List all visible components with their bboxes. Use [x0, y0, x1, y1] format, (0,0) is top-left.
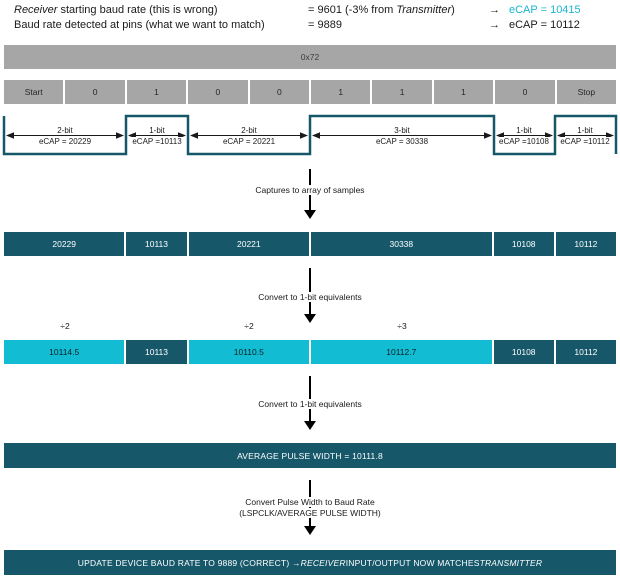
header-annotations: Receiver starting baud rate (this is wro… — [14, 3, 618, 32]
average-pulse-width-bar: AVERAGE PULSE WIDTH = 10111.8 — [4, 443, 616, 468]
bit-cell-start: Start — [4, 80, 64, 104]
equiv-cell: 10108 — [493, 340, 554, 364]
right-arrow-glyph: → — [489, 4, 500, 16]
receiver-word: RECEIVER — [300, 557, 346, 568]
uart-frame-bits: Start 0 1 0 0 1 1 1 0 Stop — [4, 80, 617, 104]
receiver-word: Receiver — [14, 4, 58, 16]
right-arrow-glyph: → — [489, 18, 500, 31]
equiv-cell-divided: 10112.7 — [311, 340, 492, 364]
sample-cell: 10112 — [555, 232, 617, 256]
header-label: Receiver starting baud rate (this is wro… — [14, 3, 308, 18]
bit-cell-stop: Stop — [556, 80, 617, 104]
equiv-cell: 10112 — [555, 340, 617, 364]
step-label-capture: Captures to array of samples — [0, 185, 620, 196]
divisor-label: ÷2 — [60, 321, 70, 331]
bit-cell: 1 — [372, 80, 432, 104]
transmitter-word: TRANSMITTER — [479, 557, 543, 568]
waveform-trace — [2, 114, 618, 156]
header-value: = 9889 — [308, 18, 342, 31]
transmitter-word: Transmitter — [396, 4, 452, 16]
divisor-annotations: ÷2 ÷2 ÷3 — [0, 321, 620, 335]
ecap-wrong-value: eCAP = 10415 — [509, 4, 581, 16]
bit-cell: 1 — [126, 80, 187, 104]
down-arrow-icon — [309, 268, 311, 314]
header-line-receiver: Receiver starting baud rate (this is wro… — [14, 3, 618, 18]
signal-line — [2, 114, 618, 156]
equiv-cell-divided: 10114.5 — [4, 340, 125, 364]
sample-cell: 20221 — [188, 232, 310, 256]
byte-value-bar: 0x72 — [4, 45, 616, 69]
down-arrow-icon — [309, 376, 311, 421]
ecap-target-value: eCAP = 10112 — [509, 18, 580, 31]
equiv-cell-divided: 10110.5 — [188, 340, 310, 364]
header-label-text: Baud rate detected at pins (what we want… — [14, 18, 265, 31]
sample-cell: 20229 — [4, 232, 125, 256]
divisor-label: ÷3 — [397, 321, 407, 331]
sample-cell: 10113 — [126, 232, 187, 256]
step-label-convert1: Convert to 1-bit equivalents — [0, 292, 620, 303]
header-value: = 9601 (-3% from Transmitter) — [308, 4, 455, 16]
step-label-convert2: Convert to 1-bit equivalents — [0, 399, 620, 410]
sample-array-row: 20229 10113 20221 30338 10108 10112 — [4, 232, 617, 256]
bit-cell: 1 — [311, 80, 371, 104]
step-label-baudrate: Convert Pulse Width to Baud Rate(LSPCLK/… — [0, 497, 620, 519]
bit-cell: 0 — [495, 80, 555, 104]
bit-cell: 0 — [65, 80, 125, 104]
header-label-text: starting baud rate (this is wrong) — [57, 4, 218, 16]
final-result-bar: UPDATE DEVICE BAUD RATE TO 9889 (CORRECT… — [4, 550, 616, 575]
bit-cell: 0 — [188, 80, 248, 104]
flow-arrow-capture: Captures to array of samples — [0, 169, 620, 219]
flow-arrow-convert1: Convert to 1-bit equivalents — [0, 268, 620, 323]
sample-cell: 10108 — [493, 232, 554, 256]
equivalents-row: 10114.5 10113 10110.5 10112.7 10108 1011… — [4, 340, 617, 364]
header-label: Baud rate detected at pins (what we want… — [14, 18, 308, 33]
sample-cell: 30338 — [311, 232, 492, 256]
flow-arrow-convert2: Convert to 1-bit equivalents — [0, 376, 620, 430]
bit-cell: 0 — [249, 80, 310, 104]
divisor-label: ÷2 — [244, 321, 254, 331]
header-line-detected: Baud rate detected at pins (what we want… — [14, 18, 618, 33]
equiv-cell: 10113 — [126, 340, 187, 364]
bit-cell: 1 — [433, 80, 494, 104]
flow-arrow-baudrate: Convert Pulse Width to Baud Rate(LSPCLK/… — [0, 480, 620, 535]
